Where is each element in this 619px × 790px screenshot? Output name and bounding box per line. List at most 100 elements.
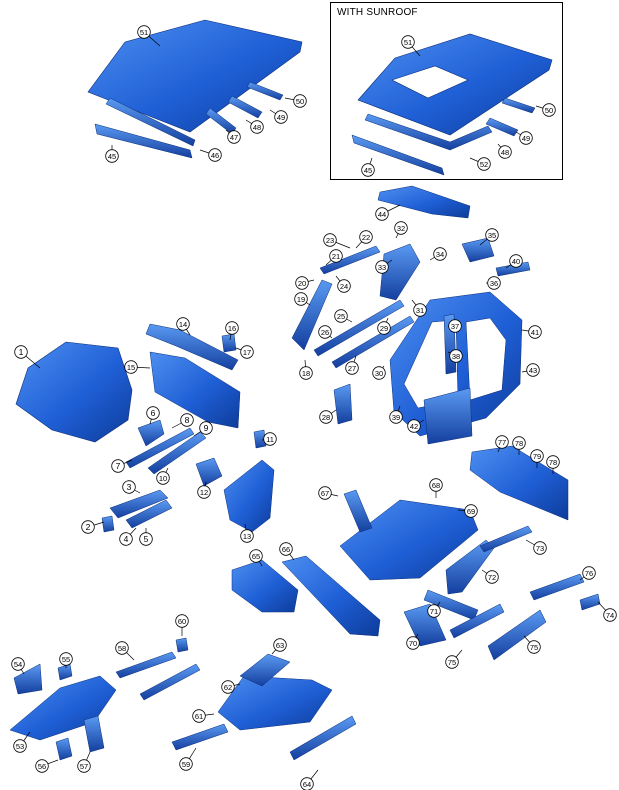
callout-number-52: 52 (480, 160, 488, 169)
parts-group (9, 19, 601, 761)
callout-circle-21 (329, 249, 343, 263)
callout-circle-35 (485, 228, 499, 242)
floor-crossmember-no3 (139, 663, 201, 701)
callout-circle-62 (221, 680, 235, 694)
callout-circle-69 (464, 504, 478, 518)
callout-circle-20 (295, 276, 309, 290)
callout-number-53: 53 (16, 742, 24, 751)
callout-number-7: 7 (116, 461, 121, 471)
rear-crossmember-upper (529, 573, 585, 601)
callout-number-51: 51 (140, 28, 148, 37)
callout-number-39: 39 (392, 413, 400, 422)
roof-bow-rear-sunroof (501, 97, 536, 114)
header-panel-front-sunroof (351, 134, 445, 176)
callout-number-48: 48 (253, 123, 261, 132)
callout-number-64: 64 (303, 780, 311, 789)
callout-number-60: 60 (178, 617, 186, 626)
callout-circle-61 (192, 709, 206, 723)
callout-circle-44 (375, 207, 389, 221)
callout-number-79: 79 (533, 452, 541, 461)
callout-circle-25 (334, 309, 348, 323)
callout-circle-68 (429, 478, 443, 492)
callout-circle-75 (445, 655, 459, 669)
callout-number-48-sunroof: 48 (501, 148, 509, 157)
callout-number-13: 13 (243, 532, 251, 541)
callout-circle-63 (273, 638, 287, 652)
callout-number-19: 19 (297, 295, 305, 304)
callout-circle-1 (14, 345, 28, 359)
floor-crossmember-front (343, 489, 373, 533)
tow-hook-bracket (101, 515, 115, 533)
callout-number-20: 20 (298, 279, 306, 288)
callout-number-32: 32 (397, 224, 405, 233)
callout-circle-10 (156, 471, 170, 485)
callout-number-76: 76 (585, 569, 593, 578)
callout-circle-72 (485, 570, 499, 584)
rear-floor-side-member (445, 539, 495, 595)
cowl-top-panel (145, 323, 239, 371)
sunroof-variant-frame: WITH SUNROOF (330, 2, 563, 180)
callout-circle-48 (250, 120, 264, 134)
b-pillar-inner (379, 243, 421, 301)
callout-circle-4 (119, 532, 133, 546)
roof-side-rail (319, 245, 381, 275)
callout-number-70: 70 (409, 639, 417, 648)
callout-number-67: 67 (321, 489, 329, 498)
callout-number-56: 56 (38, 762, 46, 771)
tunnel-reinforcement (281, 555, 381, 637)
callout-number-44: 44 (378, 210, 386, 219)
callout-circle-12 (197, 485, 211, 499)
callout-circle-64 (300, 777, 314, 790)
front-floor-pan (339, 499, 479, 581)
callout-circle-48-sunroof (498, 145, 512, 159)
callout-circle-56 (35, 759, 49, 773)
callout-circle-6 (146, 406, 160, 420)
callout-circle-45 (105, 149, 119, 163)
callout-circle-16 (225, 321, 239, 335)
callout-number-16: 16 (228, 324, 236, 333)
floor-reinforcement-small (175, 637, 189, 653)
callout-circle-59 (179, 757, 193, 771)
roof-rail-front (105, 97, 196, 147)
callout-number-11: 11 (266, 435, 274, 444)
callout-circle-27 (345, 361, 359, 375)
rear-end-panel (469, 445, 569, 521)
callout-circle-7 (111, 459, 125, 473)
callout-circle-5 (139, 532, 153, 546)
floor-crossmember-no2 (115, 651, 177, 679)
callout-circle-78 (512, 436, 526, 450)
lower-b-pillar (333, 383, 353, 425)
roof-bow-rear (246, 81, 284, 101)
callout-number-26: 26 (321, 328, 329, 337)
callout-circle-38 (449, 349, 463, 363)
callout-number-57: 57 (80, 762, 88, 771)
callout-circle-40 (509, 254, 523, 268)
side-sill-inner (313, 299, 405, 357)
front-side-member-lower (109, 489, 169, 519)
lower-dash-panel (231, 559, 299, 613)
callout-number-73: 73 (536, 544, 544, 553)
callout-number-27: 27 (348, 364, 356, 373)
callout-number-17: 17 (243, 348, 251, 357)
seat-mount-right (83, 715, 105, 753)
rear-floor-rail (289, 715, 357, 761)
callout-circle-37 (448, 319, 462, 333)
seat-mount-left (55, 737, 73, 761)
callout-number-37: 37 (451, 322, 459, 331)
front-crossmember-bracket (125, 499, 173, 529)
callout-number-23: 23 (326, 236, 334, 245)
callout-circle-19 (294, 292, 308, 306)
callout-number-28: 28 (322, 413, 330, 422)
callout-circle-70 (406, 636, 420, 650)
sunroof-variant-label: WITH SUNROOF (337, 7, 418, 18)
callout-number-45-sunroof: 45 (364, 166, 372, 175)
callout-number-50-sunroof: 50 (545, 106, 553, 115)
callout-circle-2 (81, 520, 95, 534)
callout-circle-51-sunroof (401, 35, 415, 49)
callout-number-54: 54 (14, 660, 22, 669)
callout-circle-75-b (527, 640, 541, 654)
callout-circle-52 (477, 157, 491, 171)
rear-crossmember (479, 525, 533, 553)
